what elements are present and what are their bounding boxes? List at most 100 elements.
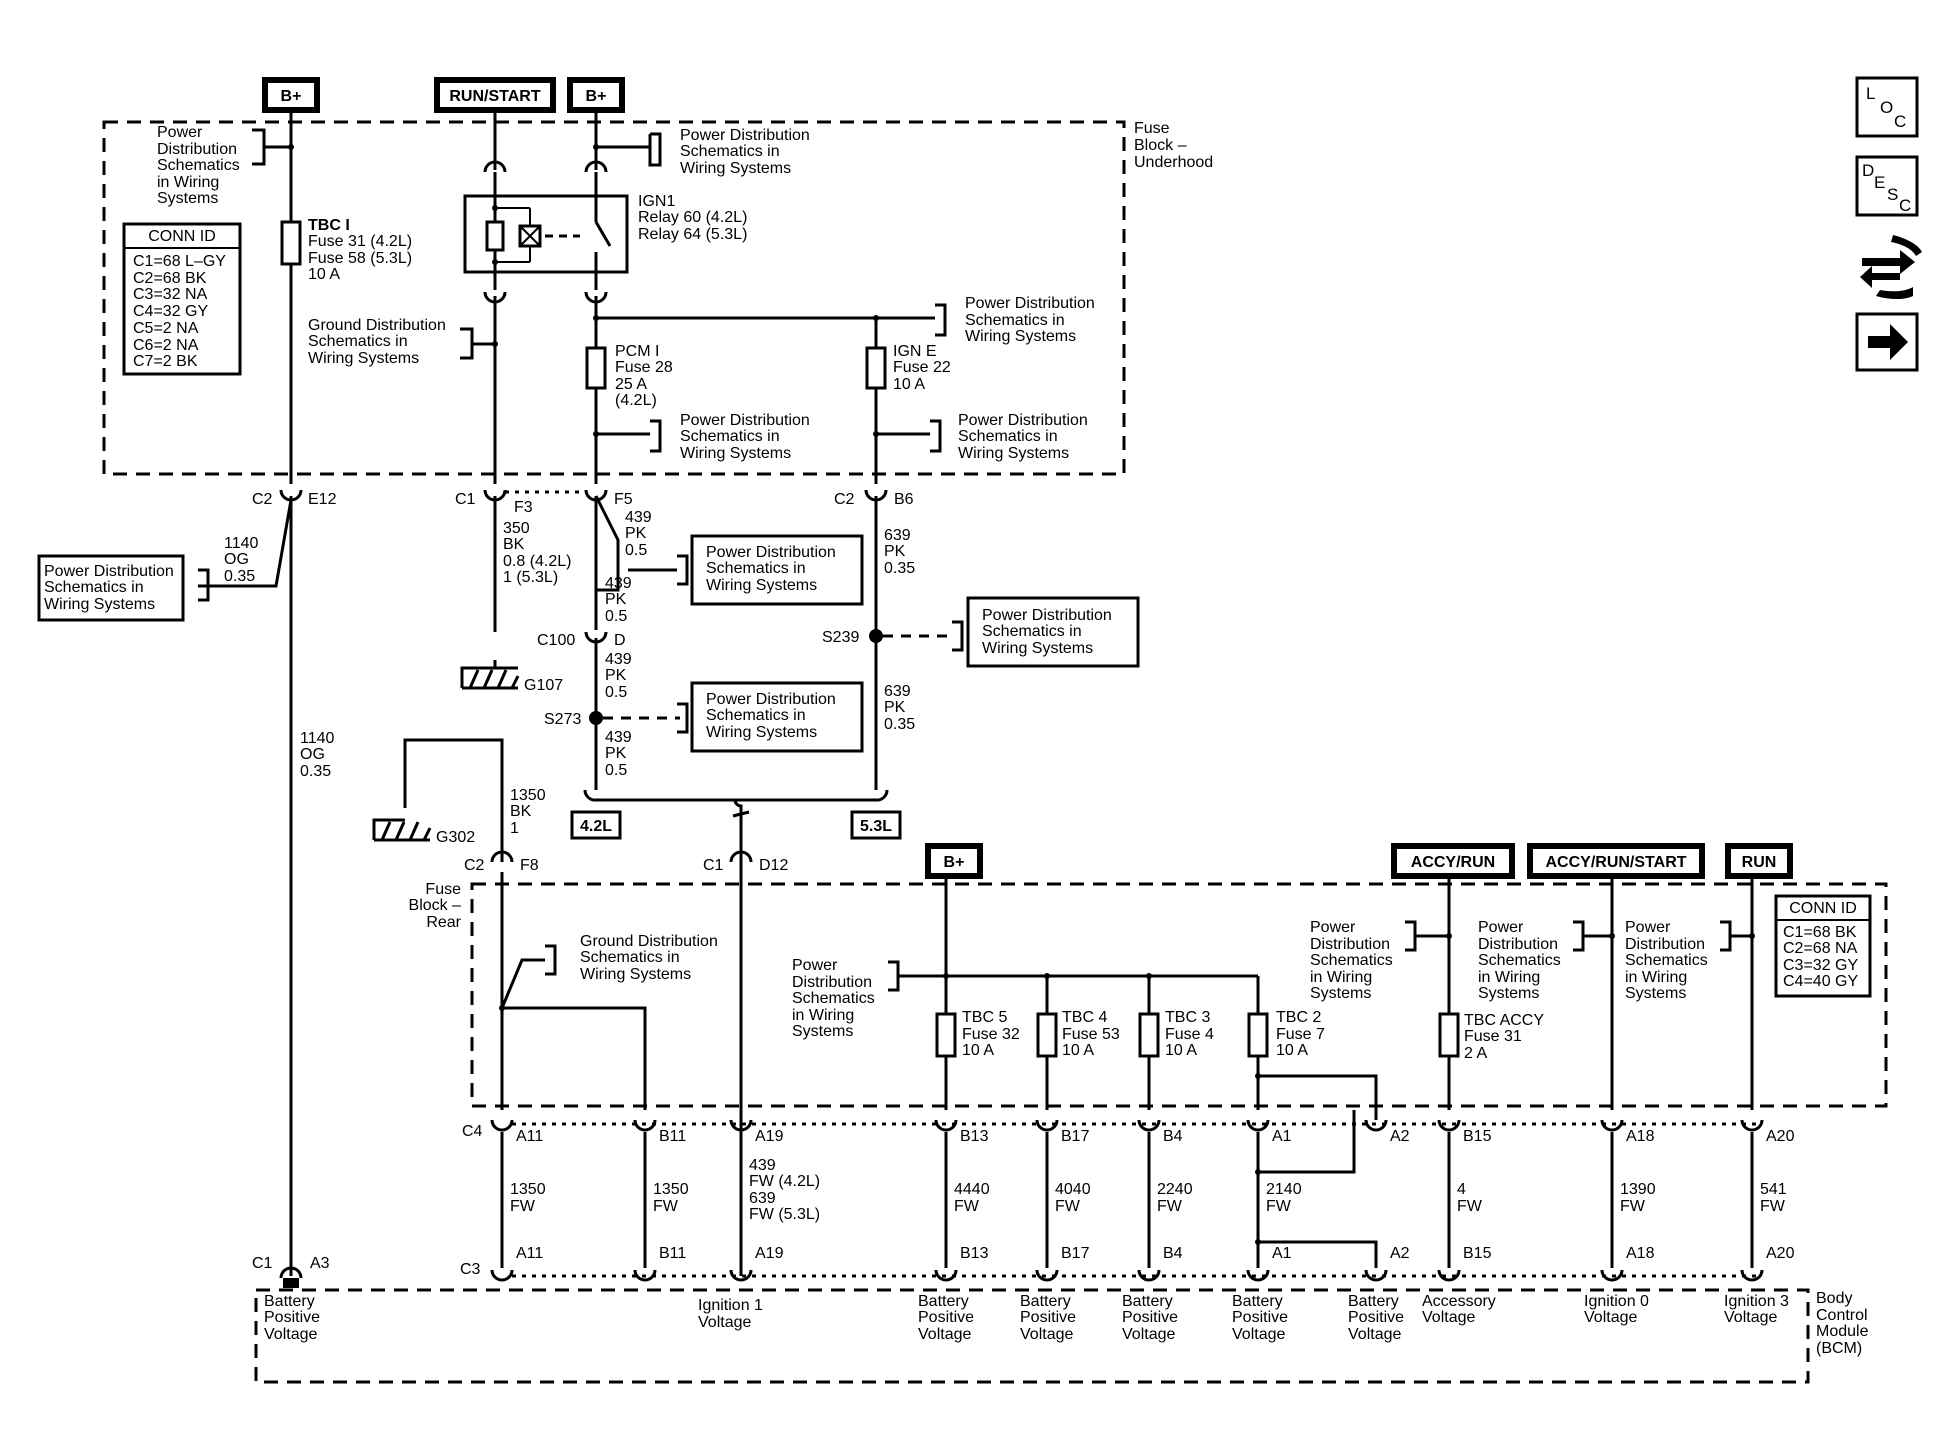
svg-text:Fuse 22: Fuse 22 (893, 359, 951, 376)
svg-text:C3=32 NA: C3=32 NA (133, 286, 208, 303)
svg-text:Ground Distribution: Ground Distribution (580, 933, 718, 950)
svg-text:G302: G302 (436, 829, 475, 846)
svg-text:10 A: 10 A (962, 1042, 994, 1059)
svg-text:Fuse 7: Fuse 7 (1276, 1026, 1325, 1043)
svg-text:FW (5.3L): FW (5.3L) (749, 1206, 820, 1223)
svg-text:in Wiring: in Wiring (157, 174, 219, 191)
fuse-tbc-accy: TBC ACCY Fuse 31 2 A (1438, 1012, 1544, 1062)
svg-text:Wiring Systems: Wiring Systems (706, 577, 817, 594)
svg-text:Schematics: Schematics (1625, 952, 1708, 969)
svg-text:G107: G107 (524, 677, 563, 694)
svg-text:TBC 5: TBC 5 (962, 1009, 1007, 1026)
svg-text:439: 439 (749, 1157, 776, 1174)
c4-pin-a19 (729, 1119, 753, 1132)
svg-text:Systems: Systems (1625, 985, 1686, 1002)
svg-text:Schematics: Schematics (1478, 952, 1561, 969)
svg-text:4: 4 (1457, 1181, 1466, 1198)
svg-text:Schematics in: Schematics in (580, 949, 680, 966)
pd-ref-ign-e: Power Distribution Schematics in Wiring … (876, 295, 1095, 345)
svg-text:C2=68 BK: C2=68 BK (133, 270, 207, 287)
svg-text:Distribution: Distribution (157, 141, 237, 158)
c4-pin-a2 (1364, 1119, 1388, 1132)
svg-text:2140: 2140 (1266, 1181, 1302, 1198)
relay-outputs (483, 272, 879, 484)
source-run: RUN (1725, 843, 1793, 879)
svg-text:FW: FW (1620, 1198, 1646, 1215)
svg-text:C1: C1 (252, 1255, 273, 1272)
svg-text:Schematics: Schematics (1310, 952, 1393, 969)
svg-text:(BCM): (BCM) (1816, 1340, 1862, 1357)
svg-text:C: C (1894, 112, 1906, 131)
svg-text:OG: OG (224, 551, 249, 568)
svg-text:Wiring Systems: Wiring Systems (965, 328, 1076, 345)
nav-loc-icon[interactable]: L O C (1855, 76, 1919, 138)
svg-text:Battery: Battery (1232, 1293, 1283, 1310)
pd-ref-s239: Power Distribution Schematics in Wiring … (952, 596, 1140, 668)
svg-text:Fuse 53: Fuse 53 (1062, 1026, 1120, 1043)
wire-439: 439 PK 0.5 439 PK 0.5 C100 D 439 PK 0.5 … (537, 495, 680, 790)
svg-text:Schematics in: Schematics in (958, 428, 1058, 445)
c4-pin-b4 (1137, 1119, 1161, 1132)
c3-pin-b17 (1035, 1269, 1059, 1282)
svg-text:Positive: Positive (918, 1309, 974, 1326)
svg-text:Distribution: Distribution (792, 974, 872, 991)
fuse-block-rear-outline (470, 882, 1888, 1108)
svg-text:0.35: 0.35 (300, 763, 331, 780)
svg-text:2240: 2240 (1157, 1181, 1193, 1198)
svg-text:D: D (1862, 161, 1874, 180)
c4-pin-b11 (633, 1119, 657, 1132)
c4-pin-label: B15 (1463, 1128, 1492, 1145)
svg-text:Voltage: Voltage (1724, 1309, 1777, 1326)
svg-text:C2: C2 (464, 857, 485, 874)
svg-text:(4.2L): (4.2L) (615, 392, 657, 409)
svg-text:0.5: 0.5 (625, 542, 647, 559)
svg-text:IGN1: IGN1 (638, 193, 675, 210)
svg-text:C2=68 NA: C2=68 NA (1783, 940, 1858, 957)
svg-text:in Wiring: in Wiring (1625, 969, 1687, 986)
svg-text:PK: PK (605, 745, 627, 762)
svg-text:Block –: Block – (409, 897, 462, 914)
svg-text:Fuse 31: Fuse 31 (1464, 1028, 1522, 1045)
svg-text:TBC 2: TBC 2 (1276, 1009, 1321, 1026)
wire-350-g107: 350 BK 0.8 (4.2L) 1 (5.3L) G107 (460, 496, 571, 694)
c3-pin-b4 (1137, 1269, 1161, 1282)
c3-pin-label: B17 (1061, 1245, 1090, 1262)
svg-text:Systems: Systems (1310, 985, 1371, 1002)
svg-text:439: 439 (605, 651, 632, 668)
connector-c2-f8: C2 F8 (464, 850, 539, 874)
svg-text:Power: Power (1478, 919, 1524, 936)
c4-pin-label: B4 (1163, 1128, 1183, 1145)
svg-text:1140: 1140 (300, 730, 335, 747)
nav-desc-icon[interactable]: D E S C (1855, 155, 1919, 217)
svg-text:FW: FW (954, 1198, 980, 1215)
svg-text:1390: 1390 (1620, 1181, 1656, 1198)
svg-text:L: L (1866, 84, 1875, 103)
svg-text:Fuse 58 (5.3L): Fuse 58 (5.3L) (308, 250, 412, 267)
c3-pin-label: B4 (1163, 1245, 1183, 1262)
svg-text:Module: Module (1816, 1323, 1869, 1340)
svg-text:C1=68 L–GY: C1=68 L–GY (133, 253, 226, 270)
svg-text:C3=32 GY: C3=32 GY (1783, 957, 1858, 974)
fuse-tbc3: TBC 3 Fuse 4 10 A (1138, 1009, 1214, 1059)
svg-text:Voltage: Voltage (1422, 1309, 1475, 1326)
bcm-outline (254, 1288, 1810, 1384)
svg-text:10 A: 10 A (1165, 1042, 1197, 1059)
svg-text:Battery: Battery (1122, 1293, 1173, 1310)
c3-pin-label: A11 (516, 1245, 543, 1262)
source-bplus-2: B+ (567, 77, 625, 113)
svg-text:Battery: Battery (1348, 1293, 1399, 1310)
svg-text:C5=2 NA: C5=2 NA (133, 320, 199, 337)
pd-ref-ign-e2: Power Distribution Schematics in Wiring … (873, 412, 1088, 462)
c4-pin-b15 (1437, 1119, 1461, 1132)
rear-run-bus: Power Distribution Schematics in Wiring … (1625, 876, 1755, 1110)
svg-text:FW: FW (1266, 1198, 1292, 1215)
svg-text:Voltage: Voltage (264, 1326, 317, 1343)
nav-next-icon[interactable] (1855, 312, 1919, 372)
pd-ref-ign1: Power Distribution Schematics in Wiring … (593, 127, 810, 177)
nav-connector-tool-icon[interactable] (1860, 235, 1922, 299)
svg-text:Accessory: Accessory (1422, 1293, 1496, 1310)
svg-text:Wiring Systems: Wiring Systems (982, 640, 1093, 657)
svg-text:A3: A3 (310, 1255, 330, 1272)
svg-text:Schematics in: Schematics in (680, 428, 780, 445)
